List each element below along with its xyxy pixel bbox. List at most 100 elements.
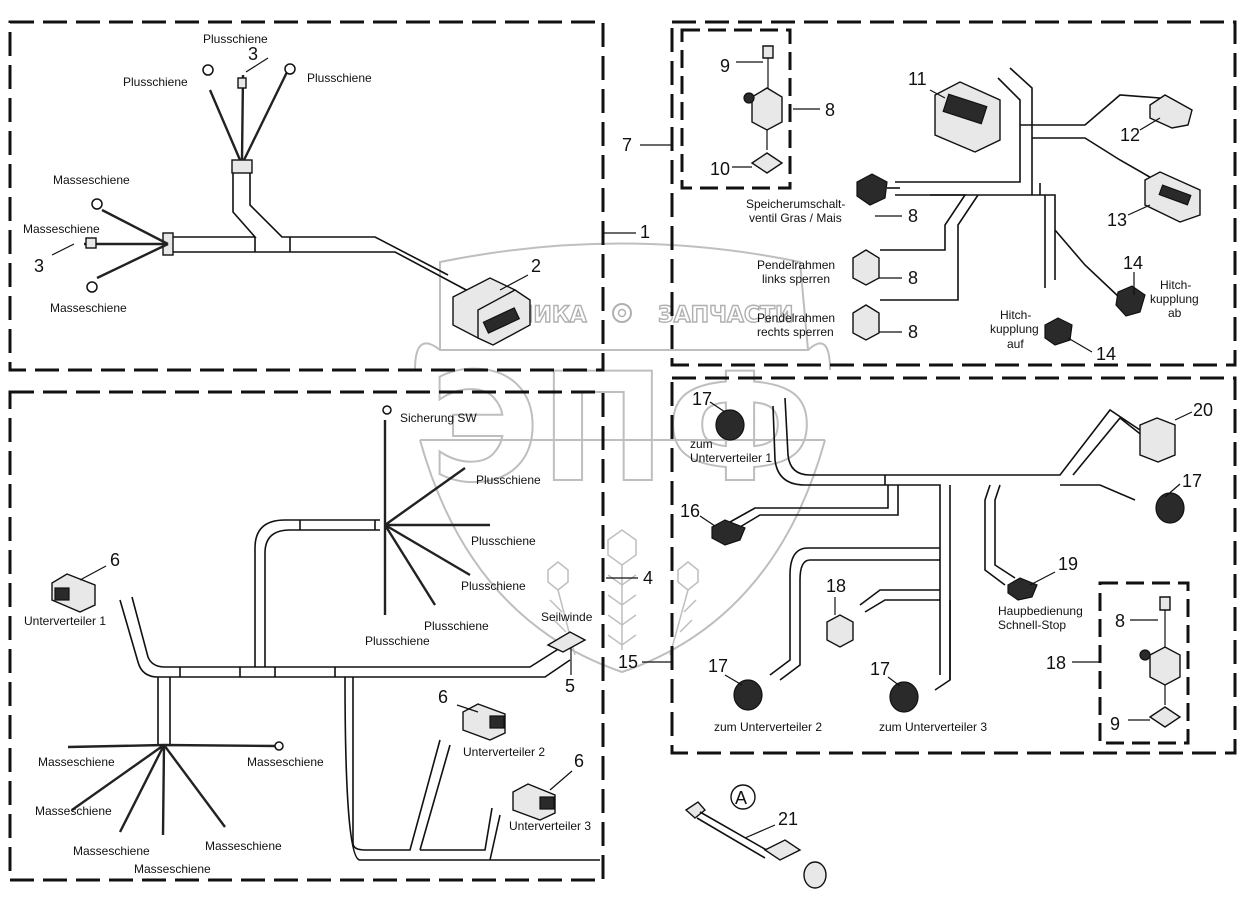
label-speicher-1: Speicherumschalt- xyxy=(746,197,845,211)
group-box-4 xyxy=(8,390,605,882)
round-connector-17-icon xyxy=(715,409,1185,713)
label-zum-uv1-2: Unterverteiler 1 xyxy=(690,451,772,465)
callout-1[interactable]: 1 xyxy=(640,222,650,242)
label-plusschiene: Plusschiene xyxy=(476,473,541,487)
callout-20[interactable]: 20 xyxy=(1193,400,1213,420)
detail-a-label[interactable]: A xyxy=(735,788,747,808)
callout-6[interactable]: 6 xyxy=(438,687,448,707)
wheat-icon xyxy=(547,529,699,656)
label-masseschiene-mid: Masseschiene xyxy=(23,222,100,236)
callout-2[interactable]: 2 xyxy=(531,256,541,276)
solenoid-plug-icon xyxy=(743,45,784,174)
watermark-shield-bottom xyxy=(419,439,826,674)
callout-11[interactable]: 11 xyxy=(908,69,927,89)
label-masseschiene-top: Masseschiene xyxy=(53,173,130,187)
cable-tie xyxy=(231,159,253,174)
callout-17[interactable]: 17 xyxy=(708,656,728,676)
callout-13[interactable]: 13 xyxy=(1107,210,1127,230)
label-masseschiene: Masseschiene xyxy=(73,844,150,858)
watermark-shield-edge xyxy=(414,342,831,371)
callout-15[interactable]: 15 xyxy=(618,652,638,672)
label-plusschiene: Plusschiene xyxy=(471,534,536,548)
ring-terminal-icon xyxy=(86,281,98,293)
label-hitch-ab-2: kupplung xyxy=(1150,292,1199,306)
callout-17[interactable]: 17 xyxy=(1182,471,1202,491)
callout-8[interactable]: 8 xyxy=(908,206,918,226)
label-masseschiene: Masseschiene xyxy=(247,755,324,769)
label-hitch-auf-2: kupplung xyxy=(990,322,1039,336)
callout-18[interactable]: 18 xyxy=(826,576,846,596)
label-pendel-links-2: links sperren xyxy=(762,272,830,286)
label-pendel-rechts-1: Pendelrahmen xyxy=(757,311,835,325)
callout-12[interactable]: 12 xyxy=(1120,125,1140,145)
pin-terminal-icon xyxy=(85,237,97,249)
callout-4[interactable]: 4 xyxy=(643,568,653,588)
group-box-18-detail xyxy=(1098,581,1190,745)
label-plusschiene: Plusschiene xyxy=(461,579,526,593)
watermark-text-right: ЗАПЧАСТИ xyxy=(658,303,793,328)
label-plusschiene-right: Plusschiene xyxy=(307,71,372,85)
connector-11-icon xyxy=(934,81,1001,153)
callout-14[interactable]: 14 xyxy=(1096,344,1116,364)
ring-terminal-icon xyxy=(91,198,103,210)
harness-1 xyxy=(84,63,531,346)
callout-18[interactable]: 18 xyxy=(1046,653,1066,673)
callout-17[interactable]: 17 xyxy=(870,659,890,679)
callout-19[interactable]: 19 xyxy=(1058,554,1078,574)
connector-6-icon xyxy=(51,573,556,821)
connector-5-icon xyxy=(546,631,587,653)
harness-4 xyxy=(51,405,600,861)
group-box-7 xyxy=(670,20,1237,367)
callout-3[interactable]: 3 xyxy=(34,256,44,276)
label-hitch-auf-3: auf xyxy=(1007,337,1024,351)
gear-icon xyxy=(612,303,632,323)
ring-terminal-icon xyxy=(382,405,392,415)
label-speicher-2: ventil Gras / Mais xyxy=(749,211,842,225)
callout-8[interactable]: 8 xyxy=(908,268,918,288)
label-pendel-rechts-2: rechts sperren xyxy=(757,325,834,339)
group-box-8-detail xyxy=(680,28,792,190)
watermark-logo: ЭПФ xyxy=(430,342,814,516)
connector-12-icon xyxy=(1149,94,1193,129)
label-zum-uv3: zum Unterverteiler 3 xyxy=(879,720,987,734)
watermark-shield-top xyxy=(439,242,810,351)
callout-10[interactable]: 10 xyxy=(710,159,730,179)
label-zum-uv1-1: zum xyxy=(690,437,713,451)
callout-8[interactable]: 8 xyxy=(825,100,835,120)
callout-9[interactable]: 9 xyxy=(1110,714,1120,734)
callout-21[interactable]: 21 xyxy=(778,809,798,829)
connector-20-icon xyxy=(1139,417,1176,463)
label-hitch-ab-3: ab xyxy=(1168,306,1182,320)
label-unterverteiler-1: Unterverteiler 1 xyxy=(24,614,106,628)
group-box-1 xyxy=(8,20,605,372)
label-pendel-links-1: Pendelrahmen xyxy=(757,258,835,272)
pin-terminal-icon xyxy=(237,77,247,89)
callout-17[interactable]: 17 xyxy=(692,389,712,409)
ring-terminal-icon xyxy=(274,741,284,751)
callout-16[interactable]: 16 xyxy=(680,501,700,521)
hitch-connector-icon xyxy=(1044,285,1146,346)
callout-3[interactable]: 3 xyxy=(248,44,258,64)
group-box-15 xyxy=(670,376,1237,755)
valve-connector-icon xyxy=(856,173,900,206)
callout-8[interactable]: 8 xyxy=(908,322,918,342)
callout-7[interactable]: 7 xyxy=(622,135,632,155)
label-plusschiene: Plusschiene xyxy=(365,634,430,648)
callout-6[interactable]: 6 xyxy=(574,751,584,771)
callout-14[interactable]: 14 xyxy=(1123,253,1143,273)
callout-9[interactable]: 9 xyxy=(720,56,730,76)
label-masseschiene: Masseschiene xyxy=(35,804,112,818)
label-haupbedienung: Haupbedienung xyxy=(998,604,1083,618)
label-masseschiene-bottom: Masseschiene xyxy=(50,301,127,315)
connector-19-icon xyxy=(1007,577,1038,601)
callout-8[interactable]: 8 xyxy=(1115,611,1125,631)
label-plusschiene-left: Plusschiene xyxy=(123,75,188,89)
solenoid-plug-icon xyxy=(852,249,880,341)
ring-terminal-icon xyxy=(202,64,214,76)
callout-5[interactable]: 5 xyxy=(565,676,575,696)
label-sicherung-sw: Sicherung SW xyxy=(400,411,477,425)
callout-6[interactable]: 6 xyxy=(110,550,120,570)
label-zum-uv2: zum Unterverteiler 2 xyxy=(714,720,822,734)
connector-16-icon xyxy=(711,519,746,546)
